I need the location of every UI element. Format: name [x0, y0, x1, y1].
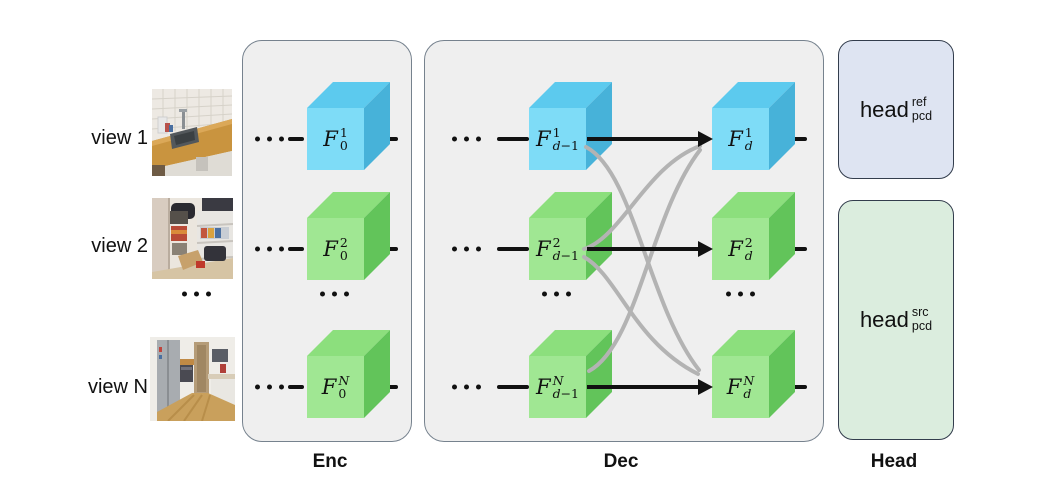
dec-row2-arrow [587, 247, 699, 251]
view-1-photo [152, 89, 232, 176]
encoder-caption: Enc [312, 451, 348, 472]
dec-row1-connector-left [497, 137, 529, 141]
head-caption: Head [870, 451, 918, 472]
views-ellipsis: ··· [182, 291, 211, 297]
decoder-caption: Dec [603, 451, 639, 472]
view-2-label: view 2 [91, 235, 148, 257]
dec-rowN-arrowhead [698, 379, 713, 395]
dec-rows-ellipsis-right: ··· [726, 291, 755, 297]
enc-row1-connector-left [288, 137, 304, 141]
view-2-photo [152, 198, 233, 279]
enc-row1-ellipsis: ··· [255, 136, 284, 142]
dec-rowN-connector-left [497, 385, 529, 389]
view-1-label: view 1 [91, 127, 148, 149]
dec-rowN-ellipsis: ··· [452, 384, 481, 390]
dec-row1-ellipsis: ··· [452, 136, 481, 142]
dec-row2-connector-left [497, 247, 529, 251]
enc-rows-ellipsis: ··· [320, 291, 349, 297]
enc-row2-connector-left [288, 247, 304, 251]
dec-rowN-arrow [587, 385, 699, 389]
view-n-photo [150, 337, 235, 421]
enc-rowN-ellipsis: ··· [255, 384, 284, 390]
dec-row1-arrowhead [698, 131, 713, 147]
view-n-label: view N [87, 376, 148, 398]
dec-rows-ellipsis-left: ··· [542, 291, 571, 297]
dec-row1-arrow [587, 137, 699, 141]
enc-rowN-connector-left [288, 385, 304, 389]
dec-row2-ellipsis: ··· [452, 246, 481, 252]
dec-row2-arrowhead [698, 241, 713, 257]
enc-row2-ellipsis: ··· [255, 246, 284, 252]
